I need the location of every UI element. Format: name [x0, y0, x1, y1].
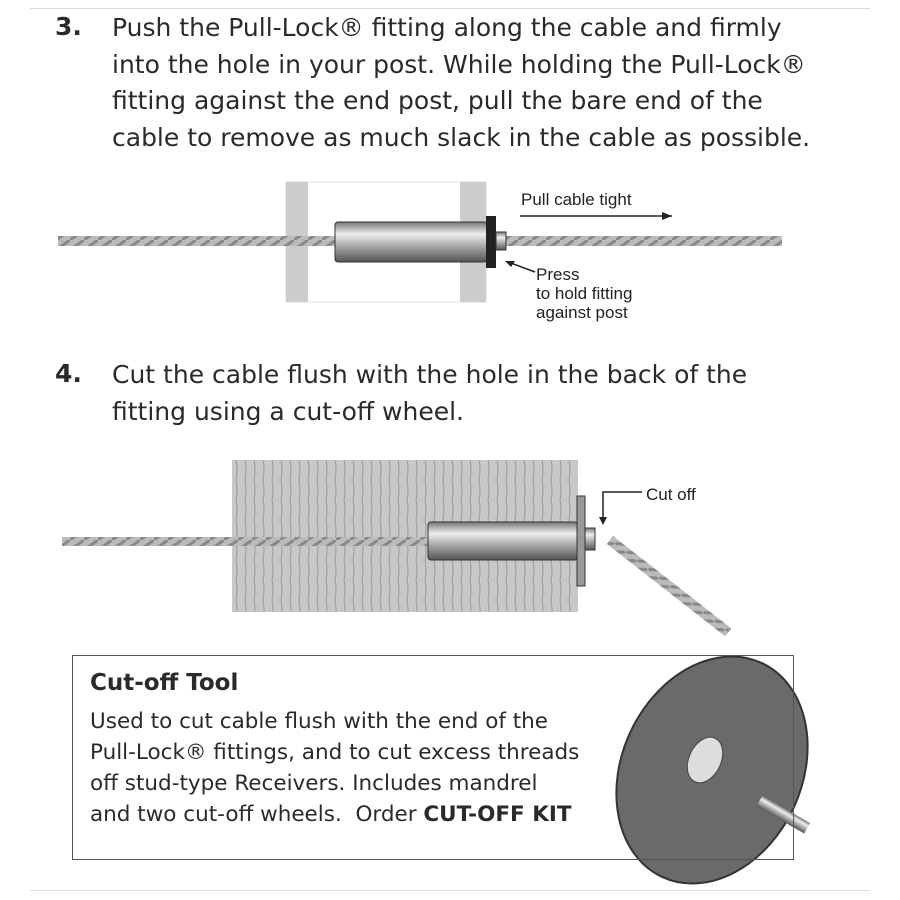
- product-code: CUT-OFF KIT: [423, 802, 572, 827]
- cut-off-tool-box: [72, 655, 794, 860]
- figure-pull-cable: [58, 181, 782, 303]
- order-text: and two cut-off wheels. Order: [90, 802, 424, 827]
- step-4-number: 4.: [55, 359, 82, 388]
- description-line: Used to cut cable flush with the end of …: [90, 709, 549, 734]
- step-3-text: Push the Pull-Lock® fitting along the ca…: [112, 10, 852, 156]
- description-line: Pull-Lock® fittings, and to cut excess t…: [90, 740, 580, 765]
- figure-cut-cable: [62, 460, 732, 637]
- step-4-text: Cut the cable flush with the hole in the…: [112, 357, 852, 430]
- press-label: Press to hold fitting against post: [536, 265, 632, 322]
- top-divider: [30, 8, 870, 9]
- press-line: to hold fitting: [536, 284, 633, 303]
- cut-off-tool-description: Used to cut cable flush with the end of …: [90, 706, 650, 830]
- description-line: and two cut-off wheels. Order CUT-OFF KI…: [90, 799, 650, 830]
- press-line: against post: [536, 303, 628, 322]
- step-3-line: into the hole in your post. While holdin…: [112, 49, 806, 79]
- description-line: off stud-type Receivers. Includes mandre…: [90, 771, 538, 796]
- cut-off-tool-title: Cut-off Tool: [90, 670, 239, 696]
- step-3-line: Push the Pull-Lock® fitting along the ca…: [112, 13, 782, 42]
- step-4-line: fitting using a cut-off wheel.: [112, 396, 464, 426]
- step-3-line: cable to remove as much slack in the cab…: [112, 122, 811, 152]
- step-3-number: 3.: [55, 12, 82, 41]
- pull-lock-fitting: [334, 221, 488, 263]
- bottom-divider: [30, 890, 870, 891]
- cut-off-label: Cut off: [646, 485, 696, 504]
- step-4-line: Cut the cable flush with the hole in the…: [112, 360, 748, 389]
- pull-cable-label: Pull cable tight: [521, 190, 632, 209]
- press-line: Press: [536, 265, 580, 284]
- step-3-line: fitting against the end post, pull the b…: [112, 86, 763, 115]
